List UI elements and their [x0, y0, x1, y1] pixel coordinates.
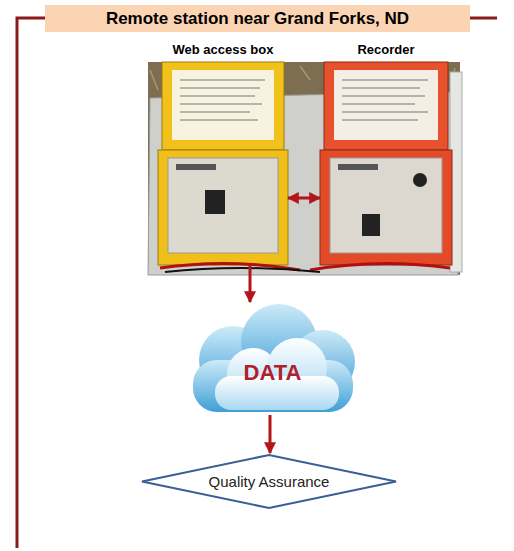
case-lid — [324, 62, 448, 150]
case-lid — [162, 62, 284, 150]
panel-logo — [338, 164, 378, 170]
panel-knob — [413, 173, 427, 187]
data-cloud: DATA — [175, 302, 370, 415]
front-panel — [330, 158, 442, 253]
cable — [165, 268, 320, 272]
diamond-label: Quality Assurance — [209, 473, 330, 490]
decision-diamond: Quality Assurance — [140, 453, 398, 510]
equipment-case: Web access box — [158, 62, 288, 265]
box-label: Recorder — [357, 42, 414, 58]
front-panel — [168, 158, 278, 253]
cloud-shape — [175, 302, 370, 415]
flow-arrow — [288, 197, 320, 200]
lid-print — [180, 80, 265, 120]
lid-label — [172, 70, 274, 140]
panel-logo — [176, 164, 216, 170]
connector-port — [205, 190, 225, 214]
bracket-line — [17, 18, 45, 548]
lid-print — [342, 80, 428, 120]
diamond-outline — [142, 455, 396, 508]
flow-arrow — [269, 415, 272, 453]
photo-ground — [148, 62, 460, 275]
title-text: Remote station near Grand Forks, ND — [106, 9, 409, 29]
equipment-case: Recorder — [320, 62, 452, 265]
lid-label — [334, 70, 438, 140]
cloud-front — [215, 338, 339, 410]
title-band: Remote station near Grand Forks, ND — [45, 5, 470, 32]
flow-arrow — [249, 265, 252, 302]
cloud-back — [193, 304, 355, 412]
connector-port — [362, 214, 380, 236]
case-body — [158, 150, 288, 265]
case-body — [320, 150, 452, 265]
bracket-line — [470, 17, 497, 20]
cloud-label: DATA — [244, 360, 302, 386]
box-label: Web access box — [173, 42, 274, 58]
